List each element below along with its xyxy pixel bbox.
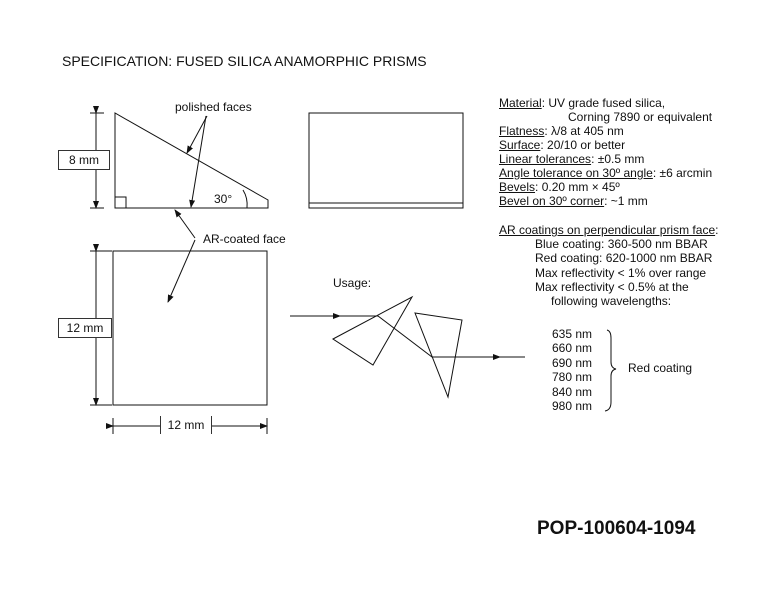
wavelength: 635 nm bbox=[552, 327, 593, 341]
spec-value: : UV grade fused silica, bbox=[541, 96, 666, 110]
dim-12mm-horizontal: 12 mm bbox=[160, 416, 212, 434]
spec-value: : ~1 mm bbox=[604, 194, 648, 208]
right-angle-mark bbox=[114, 196, 127, 209]
page-title: SPECIFICATION: FUSED SILICA ANAMORPHIC P… bbox=[62, 53, 427, 69]
prism-face-view bbox=[112, 250, 268, 406]
beam-path bbox=[340, 315, 500, 358]
wavelength: 980 nm bbox=[552, 399, 593, 413]
wavelength: 660 nm bbox=[552, 341, 593, 355]
coating-line: Red coating: 620-1000 nm BBAR bbox=[535, 251, 713, 265]
spec-value: : λ/8 at 405 nm bbox=[544, 124, 624, 138]
spec-key: Bevel on 30º corner bbox=[499, 194, 605, 208]
arrow-ar-1 bbox=[174, 209, 196, 239]
prism-end-view bbox=[308, 112, 464, 209]
dim-12mm-vertical: 12 mm bbox=[58, 318, 112, 338]
brace bbox=[604, 329, 617, 412]
label-usage: Usage: bbox=[333, 276, 372, 290]
spec-value: : 0.20 mm × 45º bbox=[535, 180, 620, 194]
arrow-polished-1 bbox=[186, 115, 208, 154]
wavelength: 840 nm bbox=[552, 385, 593, 399]
label-ar-face: AR-coated face bbox=[203, 232, 286, 246]
spec-value: : 20/10 or better bbox=[540, 138, 626, 152]
usage-prism-2 bbox=[414, 312, 463, 399]
spec-value: : ±0.5 mm bbox=[591, 152, 645, 166]
spec-value: : ±6 arcmin bbox=[652, 166, 713, 180]
coating-line: Max reflectivity < 0.5% at the bbox=[535, 280, 689, 294]
label-polished-faces: polished faces bbox=[175, 100, 252, 114]
spec-key: Material bbox=[499, 96, 542, 110]
wavelength: 690 nm bbox=[552, 356, 593, 370]
spec-key: Surface bbox=[499, 138, 541, 152]
coatings-heading: AR coatings on perpendicular prism face bbox=[499, 223, 716, 237]
wavelength: 780 nm bbox=[552, 370, 593, 384]
spec-value: Corning 7890 or equivalent bbox=[568, 110, 713, 124]
label-angle: 30° bbox=[214, 192, 233, 206]
coating-line: following wavelengths: bbox=[551, 294, 672, 308]
coating-line: Max reflectivity < 1% over range bbox=[535, 266, 707, 280]
arrow-ar-2 bbox=[167, 239, 196, 303]
spec-key: Angle tolerance on 30º angle bbox=[499, 166, 653, 180]
dim-8mm: 8 mm bbox=[58, 150, 110, 170]
spec-key: Linear tolerances bbox=[499, 152, 592, 166]
usage-prism-1 bbox=[332, 295, 414, 366]
brace-label: Red coating bbox=[628, 361, 693, 375]
coating-line: Blue coating: 360-500 nm BBAR bbox=[535, 237, 708, 251]
prism-side-view bbox=[114, 112, 269, 209]
angle-arc bbox=[242, 189, 248, 209]
arrow-polished-2 bbox=[189, 115, 207, 208]
spec-key: Bevels bbox=[499, 180, 536, 194]
part-number: POP-100604-1094 bbox=[537, 518, 696, 539]
spec-key: Flatness bbox=[499, 124, 545, 138]
